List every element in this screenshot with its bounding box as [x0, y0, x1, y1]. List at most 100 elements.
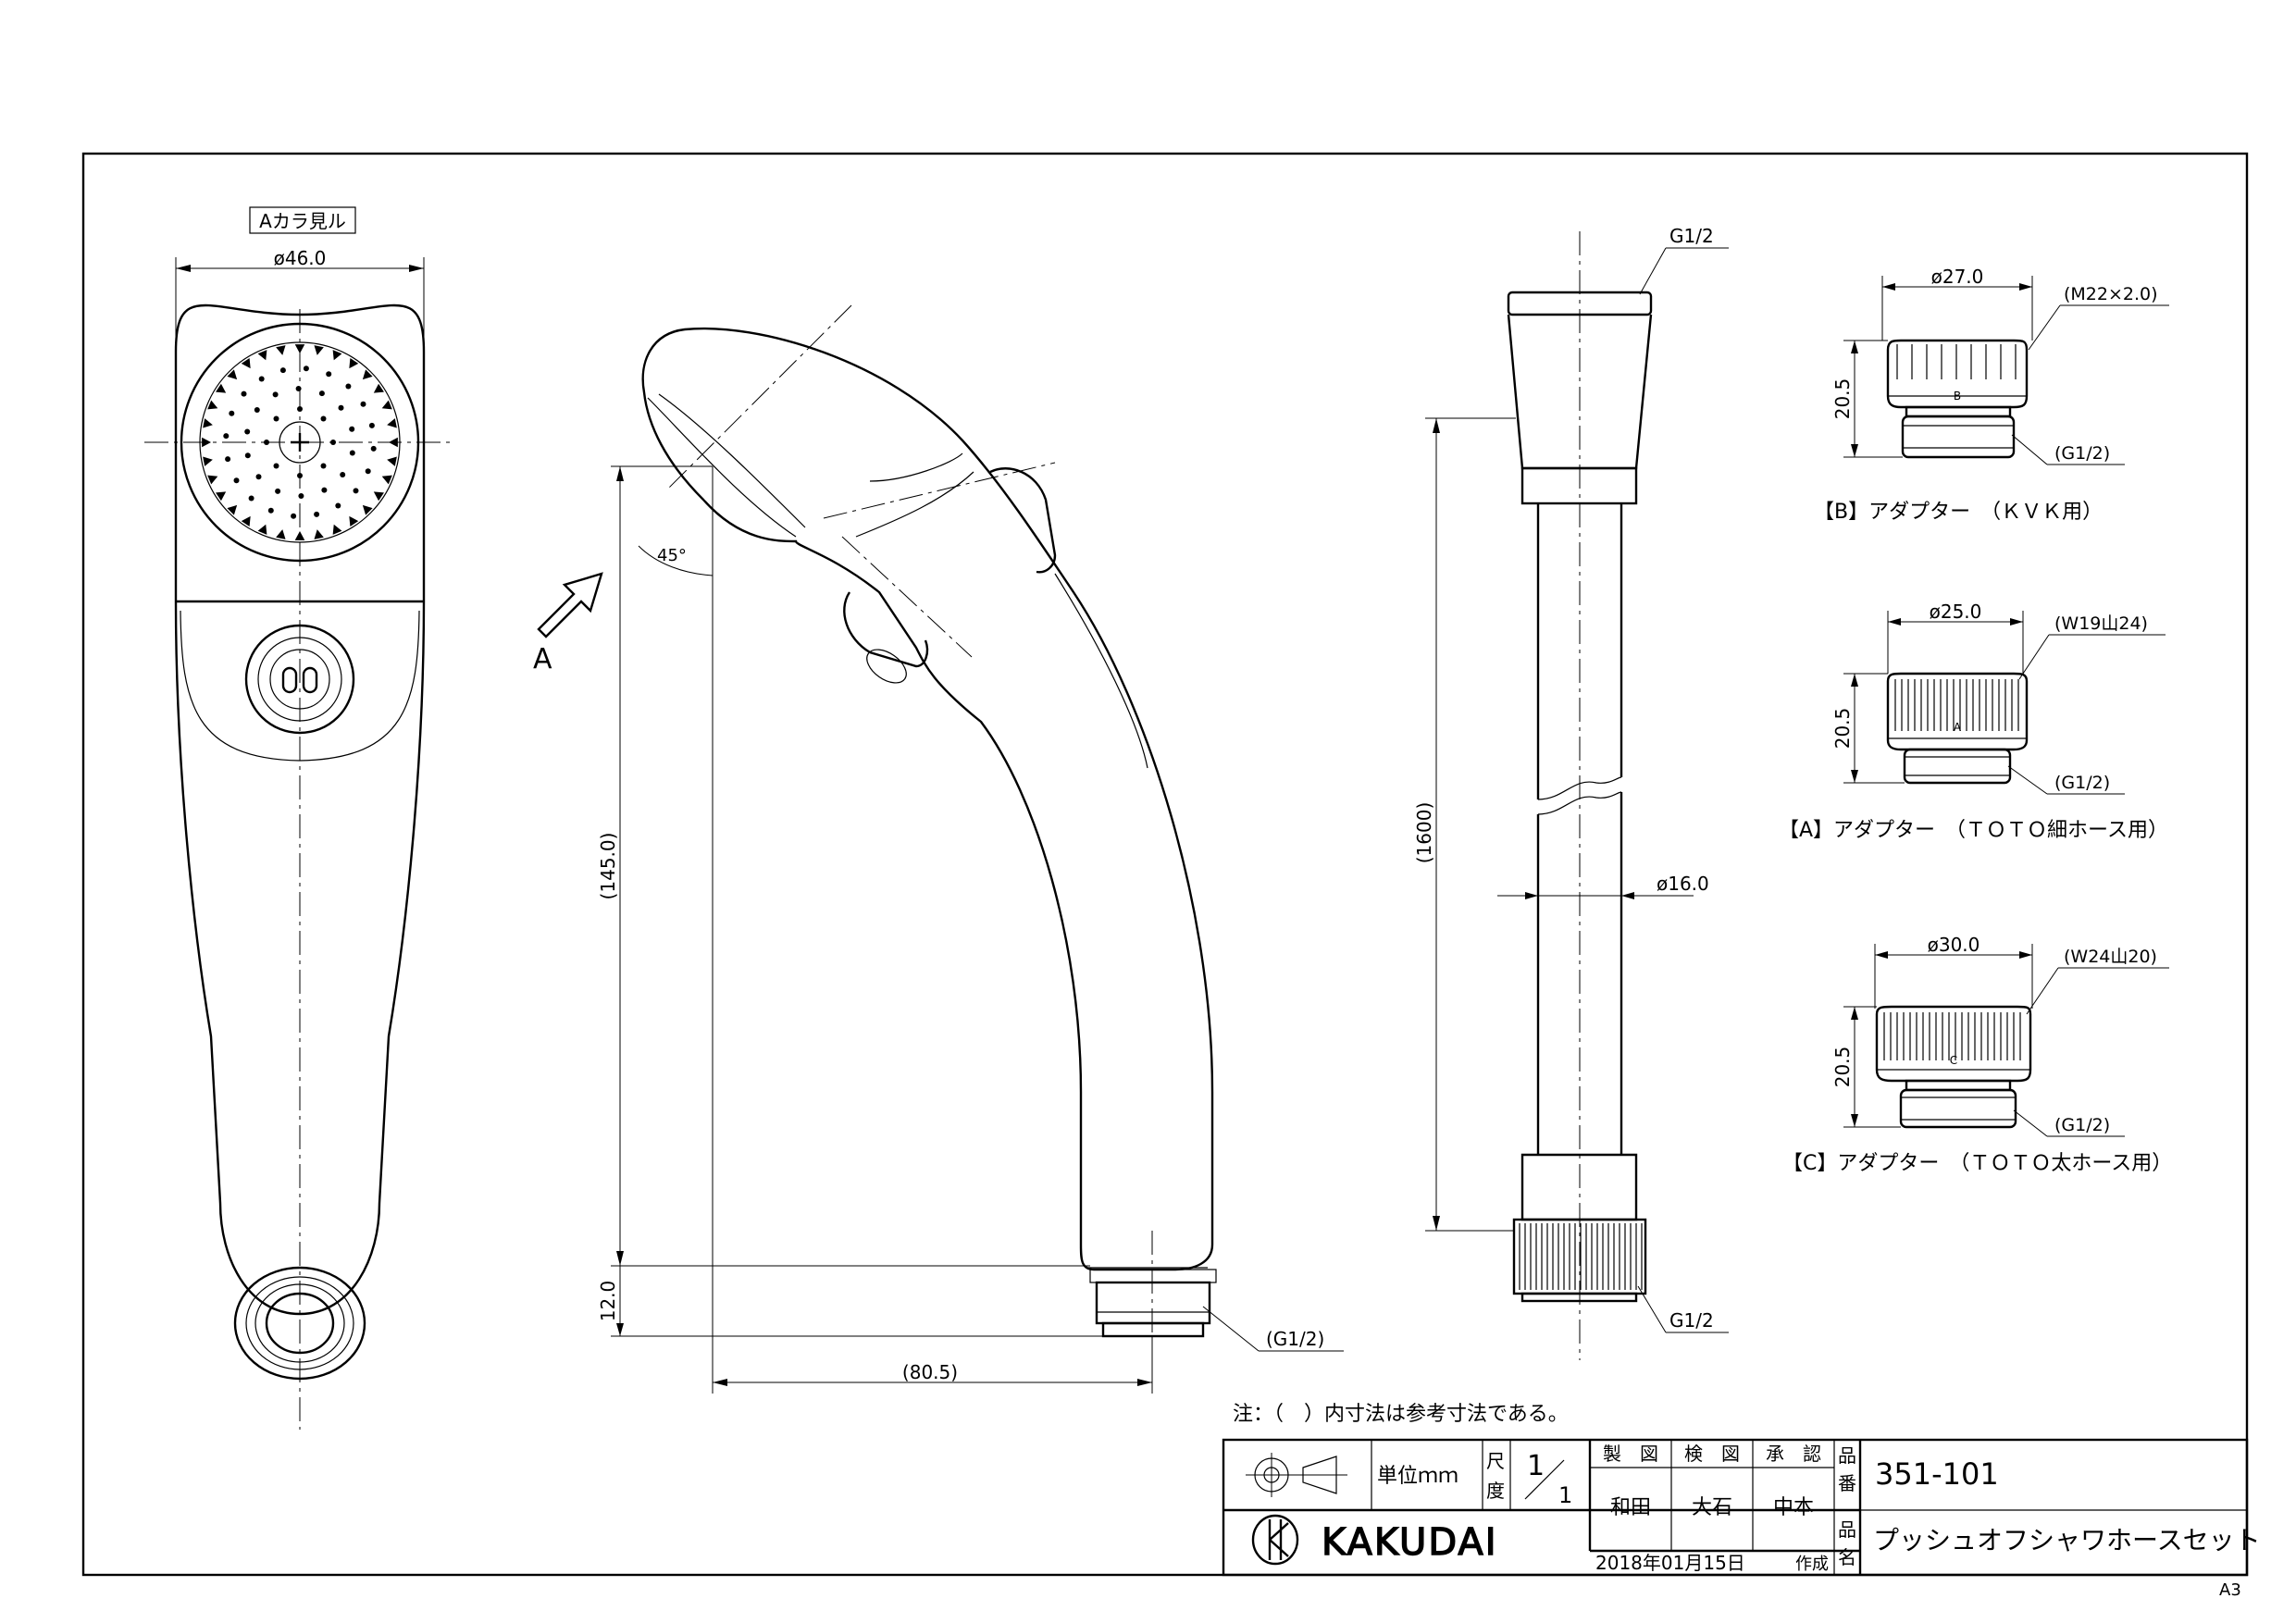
- spray-edge-tooth: [216, 491, 227, 502]
- adapter-c: ø30.0 (W24山20) C 20.5 (G1/2) 【C】アダプター （Ｔ…: [1782, 934, 2172, 1175]
- adapter-b-thread: (M22×2.0): [2064, 284, 2158, 304]
- adapter-b-diameter: ø27.0: [1931, 266, 1984, 288]
- view-a-arrow: [537, 572, 603, 638]
- spray-hole: [320, 415, 327, 422]
- spray-hole: [370, 445, 377, 452]
- spray-hole: [248, 495, 254, 502]
- company-logo: KAKUDAI: [1251, 1514, 1498, 1566]
- scale-label-1: 尺: [1486, 1450, 1505, 1472]
- spray-hole: [345, 383, 352, 390]
- spray-edge-tooth: [241, 515, 251, 527]
- drawing-note: 注：（ ）内寸法は参考寸法である。: [1233, 1403, 1569, 1426]
- adapter-a-knurl: [1894, 679, 2019, 731]
- spray-edge-tooth: [332, 350, 342, 361]
- adapter-b-height: 20.5: [1831, 378, 1854, 420]
- adapter-b: ø27.0 (M22×2.0) B 20.5 (G1/2) 【B】アダプター （…: [1814, 266, 2169, 524]
- hose-diameter: ø16.0: [1657, 873, 1709, 895]
- adapter-b-label: 【B】アダプター （ＫＶＫ用）: [1814, 501, 2103, 524]
- name-label-2: 名: [1838, 1546, 1856, 1568]
- spray-hole: [295, 386, 302, 391]
- adapter-c-knurl: [1883, 1012, 2021, 1060]
- role-checked: 検 図: [1684, 1443, 1740, 1465]
- view-a-title: Aカラ見ル: [259, 210, 346, 232]
- side-view-angle: 45°: [657, 546, 687, 565]
- spray-hole: [338, 404, 344, 411]
- spray-hole: [360, 401, 366, 407]
- spray-edge-tooth: [314, 345, 324, 355]
- spray-hole: [275, 488, 281, 494]
- side-view-thread: (G1/2): [1266, 1328, 1324, 1350]
- spray-hole: [273, 415, 279, 422]
- view-a-width: ø46.0: [274, 247, 327, 269]
- projection-symbol: [1246, 1453, 1347, 1497]
- spray-hole: [303, 365, 309, 372]
- adapter-c-bottom-thread: (G1/2): [2054, 1115, 2110, 1135]
- spray-hole: [267, 507, 274, 514]
- spray-hole: [225, 456, 231, 463]
- adapter-b-bottom-thread: (G1/2): [2054, 443, 2110, 464]
- spray-edge-tooth: [362, 504, 373, 515]
- spray-hole: [349, 426, 355, 432]
- spray-hole: [340, 472, 346, 477]
- adapter-a-label: 【A】アダプター （ＴＯＴＯ細ホース用）: [1779, 819, 2168, 842]
- spray-hole: [273, 463, 279, 469]
- company-name: KAKUDAI: [1322, 1521, 1498, 1564]
- unit-label: 単位ｍｍ: [1377, 1465, 1458, 1488]
- adapter-a-mark: A: [1954, 721, 1962, 734]
- drawing-date: 2018年01月15日: [1595, 1552, 1745, 1574]
- drawing-frame: [81, 152, 2249, 1577]
- spray-edge-tooth: [381, 400, 392, 410]
- spray-edge-tooth: [387, 418, 397, 428]
- side-view-length: (80.5): [902, 1361, 958, 1383]
- spray-edge-tooth: [257, 350, 267, 361]
- spray-hole: [258, 376, 265, 382]
- spray-hole: [368, 422, 375, 428]
- spray-edge-tooth: [203, 418, 213, 428]
- spray-edge-tooth: [381, 475, 392, 485]
- spray-hole: [244, 452, 251, 459]
- spray-edge-tooth: [314, 529, 324, 539]
- side-view-base-height: 12.0: [597, 1281, 619, 1322]
- spray-edge-tooth: [207, 400, 218, 410]
- sheet-size: A3: [2219, 1580, 2241, 1600]
- role-drafted: 製 図: [1603, 1443, 1658, 1465]
- title-block: 単位ｍｍ 尺 度 1 1 製 図 検 図 承 認 和田 大石 中本 品 番 35…: [1222, 1438, 2261, 1577]
- adapter-a: ø25.0 (W19山24) A 20.5 (G1/2) 【A】アダプター （Ｔ…: [1779, 601, 2168, 842]
- spray-hole: [229, 410, 235, 416]
- hose-nut-knurl: [1519, 1223, 1643, 1290]
- adapter-c-thread: (W24山20): [2064, 947, 2157, 967]
- spray-hole: [349, 450, 355, 456]
- spray-edge-tooth: [276, 345, 286, 355]
- adapter-a-diameter: ø25.0: [1930, 601, 1982, 623]
- role-approved: 承 認: [1766, 1443, 1821, 1465]
- part-no-label-2: 番: [1838, 1472, 1856, 1494]
- spray-hole: [321, 487, 328, 493]
- spray-edge-tooth: [241, 358, 251, 369]
- front-view: Aカラ見ル ø46.0: [144, 206, 455, 1430]
- adapter-a-thread: (W19山24): [2054, 613, 2148, 634]
- spray-hole: [223, 433, 230, 440]
- spray-edge-tooth: [216, 383, 227, 393]
- spray-edge-tooth: [362, 369, 373, 380]
- spray-edge-tooth: [373, 383, 384, 393]
- spray-edge-tooth: [349, 515, 359, 527]
- hose-length: (1600): [1413, 802, 1435, 864]
- spray-edge-tooth: [373, 491, 384, 502]
- side-view-height: (145.0): [597, 833, 619, 900]
- spray-hole: [291, 513, 297, 519]
- spray-hole: [279, 367, 286, 374]
- spray-hole: [365, 468, 371, 475]
- part-number: 351-101: [1875, 1456, 1999, 1492]
- adapter-c-label: 【C】アダプター （ＴＯＴＯ太ホース用）: [1782, 1152, 2172, 1175]
- view-a-arrow-label: A: [533, 643, 552, 675]
- part-no-label-1: 品: [1838, 1444, 1856, 1467]
- created-label: 作成: [1795, 1555, 1829, 1574]
- product-name: プッシュオフシャワホースセット: [1873, 1525, 2261, 1555]
- side-view: A (145.0): [533, 304, 1344, 1394]
- view-a-title-box: [249, 206, 356, 234]
- adapter-c-diameter: ø30.0: [1928, 934, 1980, 956]
- spray-hole: [318, 390, 325, 397]
- spray-hole: [314, 511, 320, 517]
- hose-bottom-thread: G1/2: [1669, 1309, 1714, 1332]
